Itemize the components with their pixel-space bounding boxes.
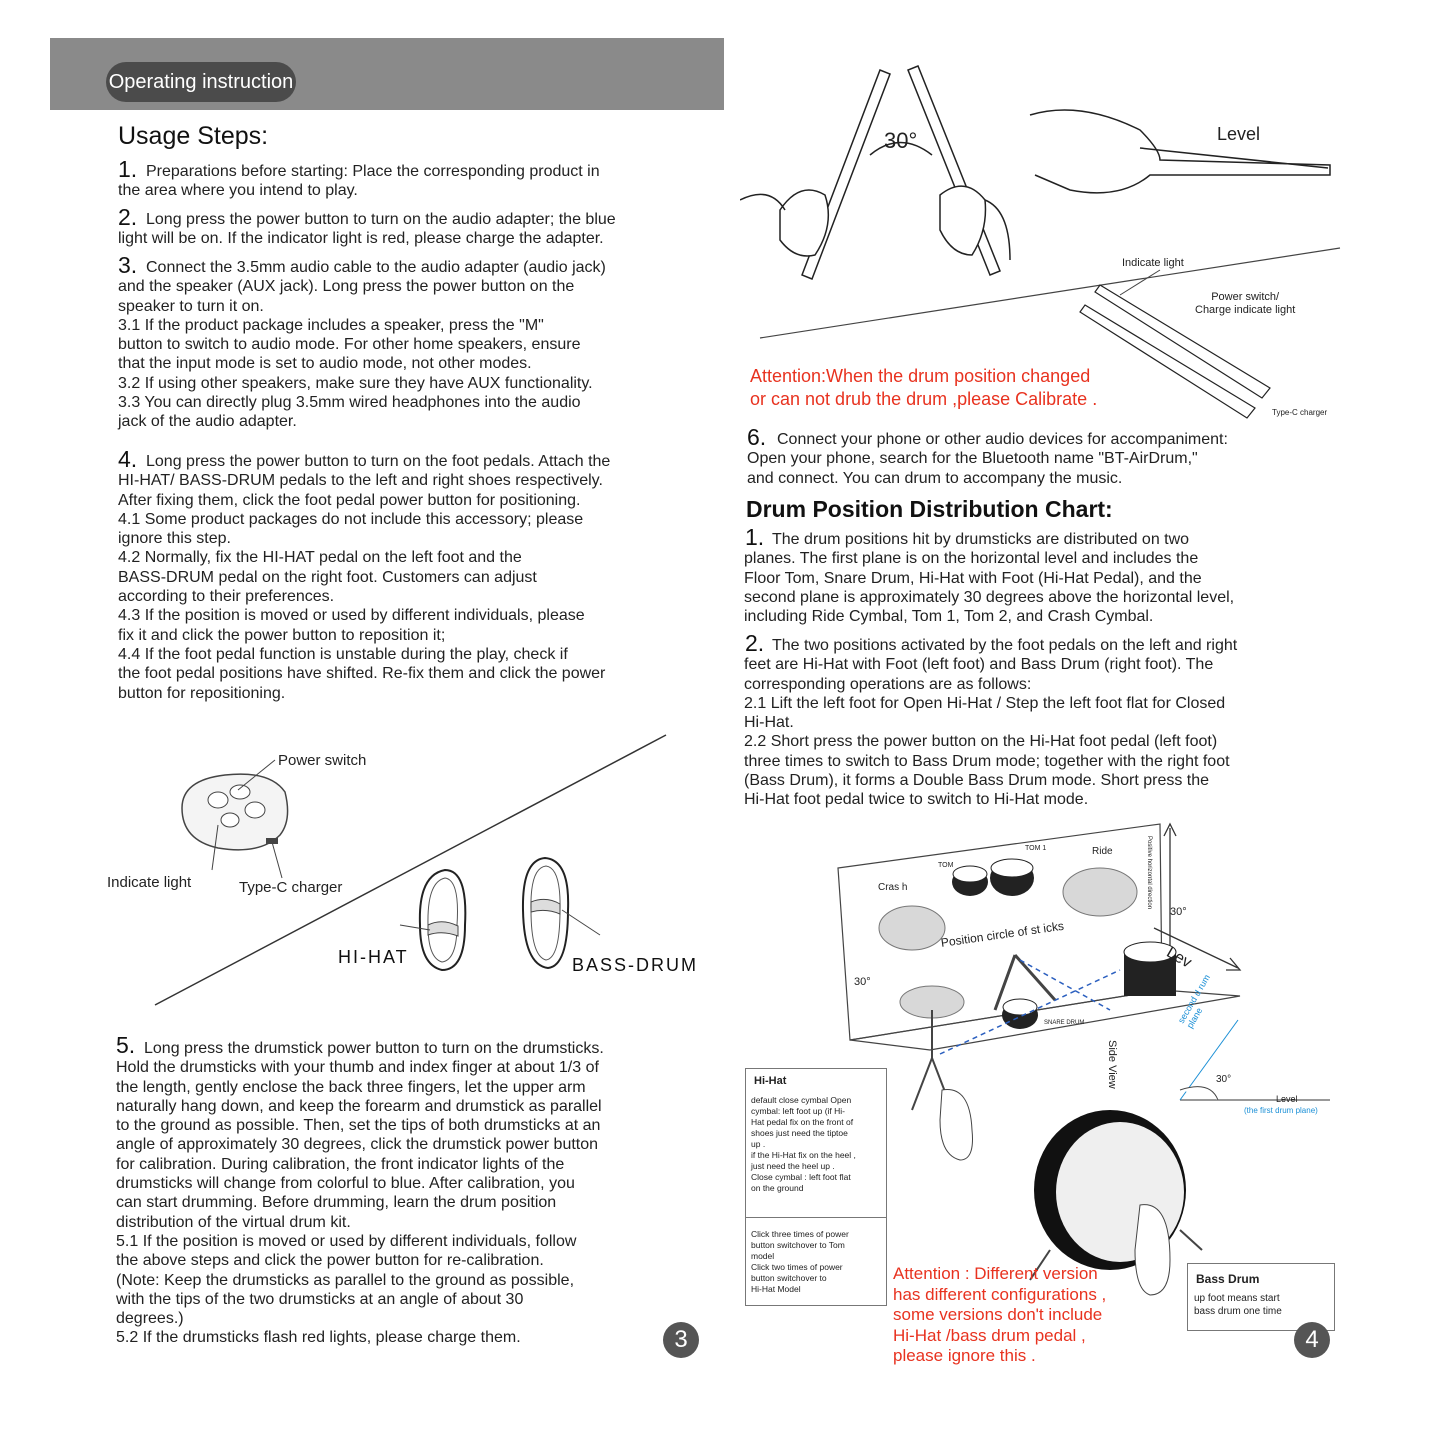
tom-1-icon: [990, 858, 1034, 896]
right-drumstick-icon: [907, 65, 1011, 276]
type-c-charger-label: Type-C charger: [239, 879, 343, 896]
ride-label: Ride: [1092, 846, 1113, 857]
bass-drum-info-box: Bass Drum up foot means start bass drum …: [1187, 1263, 1335, 1331]
step-4-number: 4.: [118, 446, 138, 472]
bass-drum-icon: [1029, 1110, 1203, 1296]
power-switch-label: Power switch: [278, 752, 367, 769]
step-6-number: 6.: [747, 424, 767, 450]
header-title: Operating instruction: [106, 62, 296, 102]
step-2-number: 2.: [118, 204, 138, 230]
tom-1-label: TOM 1: [1025, 845, 1047, 852]
angle-30-hihat-label: 30°: [854, 976, 871, 988]
stick-type-c-label: Type-C charger: [1272, 408, 1328, 417]
hi-hat-pedal-icon: [939, 1089, 973, 1161]
chart-heading: Drum Position Distribution Chart:: [746, 496, 1113, 522]
hi-hat-box-title: Hi-Hat: [754, 1075, 787, 1087]
crash-cymbal-icon: [878, 905, 946, 951]
angle-30-diagram-label: 30°: [1170, 906, 1187, 918]
drum-kit-diagram: [837, 822, 1330, 1296]
step-4-text: Long press the power button to turn on t…: [118, 453, 611, 702]
hi-hat-box-text-2: Click three times of power button switch…: [751, 1229, 849, 1294]
step-6-text: Connect your phone or other audio device…: [747, 431, 1228, 487]
step-3-text: Connect the 3.5mm audio cable to the aud…: [118, 259, 606, 431]
chart-1-number: 1.: [745, 524, 765, 550]
chart-2-number: 2.: [745, 630, 765, 656]
step-3-number: 3.: [118, 252, 138, 278]
step-1-text: Preparations before starting: Place the …: [118, 163, 600, 200]
side-level-label: Level: [1276, 1094, 1298, 1104]
tom-label: TOM: [938, 862, 954, 869]
bass-drum-box-title: Bass Drum: [1196, 1272, 1260, 1286]
attention-version-text: Attention : Different version has differ…: [893, 1264, 1107, 1365]
floor-tom-icon: [1123, 941, 1177, 996]
chart-1-text: The drum positions hit by drumsticks are…: [744, 531, 1235, 626]
pedal-device-icon: [181, 759, 289, 879]
crash-label: Cras h: [878, 882, 908, 893]
step-1-number: 1.: [118, 156, 138, 182]
bass-drum-box-text: up foot means start bass drum one time: [1194, 1293, 1282, 1317]
tom-icon: [952, 865, 988, 896]
page-number-4: 4: [1294, 1322, 1330, 1358]
usage-steps-heading: Usage Steps:: [118, 122, 269, 150]
step-5-text: Long press the drumstick power button to…: [116, 1040, 604, 1347]
stick-detail-icon: [1079, 269, 1271, 419]
angle-30-label: 30°: [884, 128, 918, 153]
level-drumstick-icon: [1029, 109, 1331, 194]
vertical-axis-label: Positive horizontal direction: [1146, 836, 1152, 910]
bass-drum-label: BASS-DRUM: [572, 955, 699, 975]
snare-label: SNARE DRUM: [1044, 1020, 1085, 1026]
chart-2-text: The two positions activated by the foot …: [744, 637, 1238, 809]
hi-hat-info-box: Hi-Hat default close cymbal Open cymbal:…: [745, 1068, 887, 1306]
side-view-label: Side View: [1106, 1040, 1118, 1089]
indicate-light-label: Indicate light: [107, 874, 192, 891]
ride-cymbal-icon: [1062, 867, 1138, 917]
step-2-text: Long press the power button to turn on t…: [118, 211, 616, 248]
hi-hat-box-text-1: default close cymbal Open cymbal: left f…: [751, 1095, 856, 1193]
left-shoe-icon: [399, 868, 467, 972]
hi-hat-label: HI-HAT: [338, 947, 409, 967]
stick-power-switch-label: Power switch/ Charge indicate light: [1195, 291, 1296, 316]
first-plane-label: (the first drum plane): [1244, 1106, 1318, 1115]
attention-calibrate-text: Attention:When the drum position changed…: [750, 366, 1098, 409]
snare-drum-icon: [1002, 998, 1038, 1029]
right-shoe-icon: [521, 856, 601, 970]
level-label: Level: [1217, 124, 1261, 144]
stick-indicate-light-label: Indicate light: [1122, 257, 1184, 269]
drumstick-calibration-illustration: [740, 65, 1341, 419]
foot-pedal-illustration: [154, 734, 667, 1006]
step-5-number: 5.: [116, 1032, 136, 1058]
page-number-3: 3: [663, 1322, 699, 1358]
left-drumstick-icon: [740, 69, 891, 280]
angle-30-side-label: 30°: [1216, 1074, 1232, 1085]
